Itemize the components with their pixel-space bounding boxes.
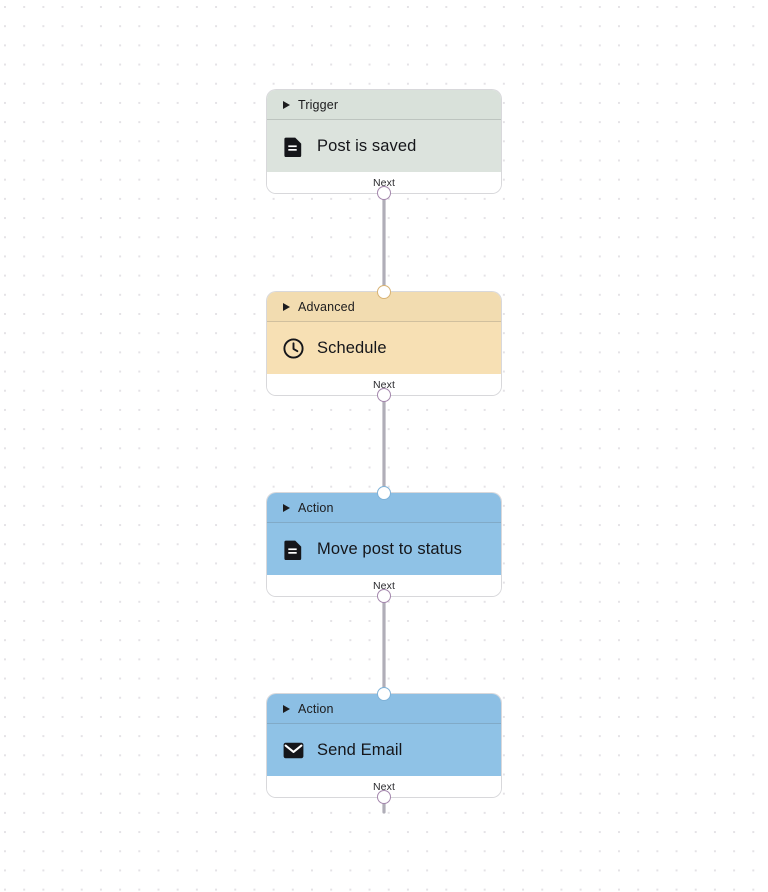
node-title: Send Email (317, 740, 403, 759)
node-title: Schedule (317, 338, 387, 357)
node-header-trigger[interactable]: Trigger (267, 90, 501, 120)
chevron-right-icon[interactable] (283, 704, 290, 713)
input-port-advanced[interactable] (377, 285, 391, 299)
output-port-action-move-post[interactable] (377, 589, 391, 603)
node-title: Post is saved (317, 136, 417, 155)
node-footer-trigger[interactable]: Next (267, 172, 501, 193)
node-footer-action-move-post[interactable]: Next (267, 575, 501, 596)
node-category-label: Action (298, 701, 334, 716)
node-category-label: Trigger (298, 97, 339, 112)
node-category-label: Action (298, 500, 334, 515)
node-next-label: Next (373, 780, 395, 793)
node-footer-action-send-email[interactable]: Next (267, 776, 501, 797)
node-title: Move post to status (317, 539, 462, 558)
workflow-node-action-send-email[interactable]: Action Send Email Next (267, 687, 501, 804)
node-body-trigger[interactable]: Post is saved (267, 120, 501, 172)
document-icon (283, 539, 304, 560)
node-body-action-send-email[interactable]: Send Email (267, 724, 501, 776)
chevron-right-icon[interactable] (283, 302, 290, 311)
input-port-action-move-post[interactable] (377, 486, 391, 500)
workflow-node-action-move-post[interactable]: Action Move post to status Next (267, 486, 501, 603)
chevron-right-icon[interactable] (283, 100, 290, 109)
input-port-action-send-email[interactable] (377, 687, 391, 701)
node-header-action-move-post[interactable]: Action (267, 493, 501, 523)
output-port-advanced[interactable] (377, 388, 391, 402)
output-port-action-send-email[interactable] (377, 790, 391, 804)
output-port-trigger[interactable] (377, 186, 391, 200)
node-next-label: Next (373, 579, 395, 592)
node-body-advanced[interactable]: Schedule (267, 322, 501, 374)
document-icon (283, 136, 304, 157)
clock-icon (283, 337, 304, 359)
workflow-node-trigger[interactable]: Trigger Post is saved Next (267, 90, 501, 200)
node-category-label: Advanced (298, 299, 355, 314)
node-next-label: Next (373, 176, 395, 189)
workflow-node-advanced[interactable]: Advanced Schedule Next (267, 285, 501, 402)
node-footer-advanced[interactable]: Next (267, 374, 501, 395)
node-next-label: Next (373, 378, 395, 391)
envelope-icon (283, 740, 304, 761)
node-body-action-move-post[interactable]: Move post to status (267, 523, 501, 575)
chevron-right-icon[interactable] (283, 503, 290, 512)
